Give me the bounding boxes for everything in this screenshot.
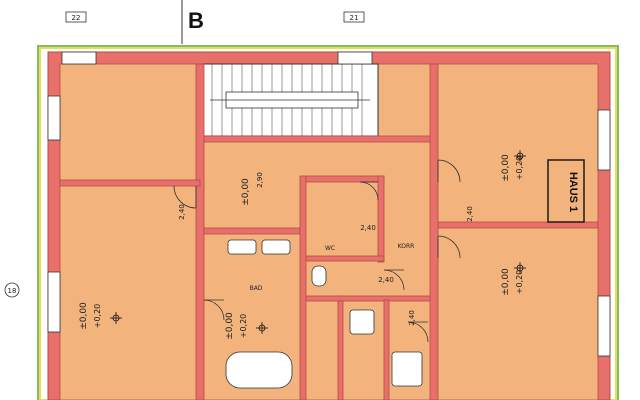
level-line-3: +0,20 bbox=[93, 304, 102, 329]
level-mark-1: ±0,00 bbox=[241, 178, 251, 206]
outer-frame-green bbox=[37, 45, 619, 400]
axis-mark-18: 18 bbox=[8, 287, 17, 295]
level-line-2: +0,20 bbox=[515, 270, 524, 295]
room-tag-bad: BAD bbox=[250, 285, 263, 292]
bath-fixtures bbox=[225, 239, 423, 389]
level-line-4: +0,20 bbox=[239, 314, 248, 339]
room-tag-korr: KORR bbox=[398, 243, 415, 250]
level-mark-2: ±0,00 bbox=[501, 154, 511, 182]
axis-mark-22: 22 bbox=[72, 14, 81, 22]
staircase bbox=[201, 63, 379, 137]
level-mark-3: ±0,00 bbox=[501, 268, 511, 296]
dim-6: 2,90 bbox=[256, 172, 264, 188]
dim-1: 2,40 bbox=[360, 224, 376, 232]
windows bbox=[47, 51, 611, 357]
dim-3: 2,40 bbox=[408, 310, 416, 326]
room-tags: WC BAD KORR bbox=[250, 243, 415, 292]
level-mark-5: ±0,00 bbox=[225, 312, 235, 340]
dim-2: 2,40 bbox=[378, 276, 394, 284]
axis-marks: 22 21 18 bbox=[4, 11, 365, 298]
level-marks: ±0,00 ±0,00 ±0,00 ±0,00 ±0,00 bbox=[79, 154, 511, 340]
level-lines: +0,20 +0,20 +0,20 +0,20 bbox=[93, 156, 524, 339]
room-tag-wc: WC bbox=[325, 245, 335, 252]
dimension-labels: 2,40 2,40 2,40 2,40 2,40 2,90 bbox=[178, 172, 474, 326]
level-crosshairs bbox=[110, 150, 526, 334]
house-label-box bbox=[547, 159, 585, 223]
interior-walls bbox=[59, 63, 599, 400]
outer-frame-yellow bbox=[39, 47, 617, 400]
section-letter: B bbox=[188, 8, 204, 33]
dim-5: 2,40 bbox=[178, 204, 186, 220]
house-label: HAUS 1 bbox=[567, 172, 579, 212]
axis-mark-21: 21 bbox=[350, 14, 359, 22]
dim-4: 2,40 bbox=[466, 206, 474, 222]
level-mark-4: ±0,00 bbox=[79, 302, 89, 330]
door-swings bbox=[173, 159, 461, 343]
level-line-1: +0,20 bbox=[515, 156, 524, 181]
